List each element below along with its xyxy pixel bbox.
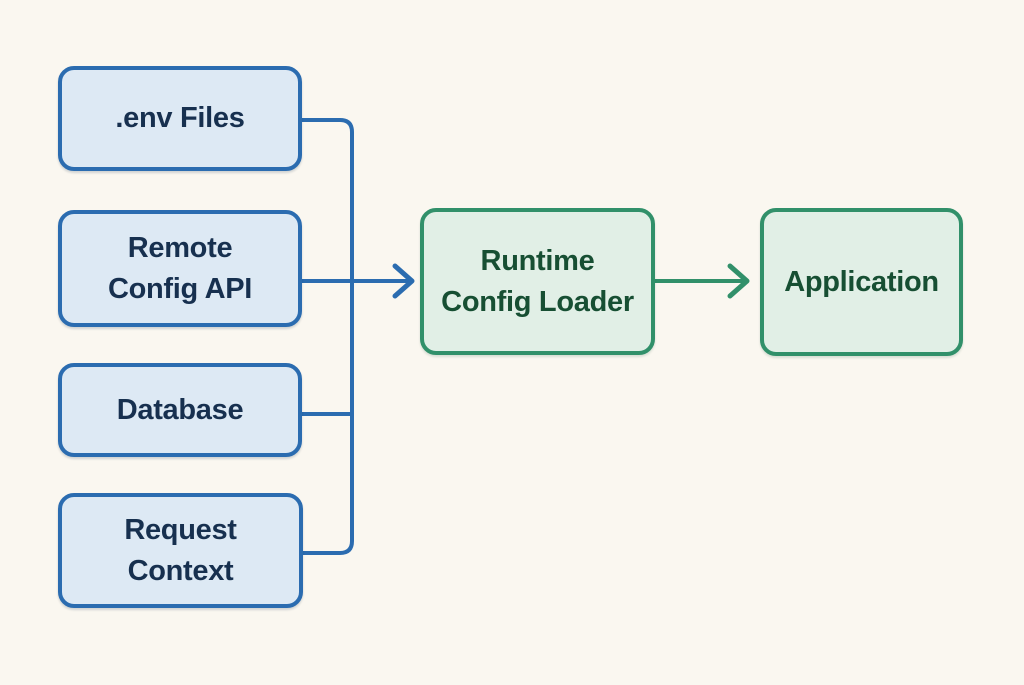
node-runtime-config-loader-label: Runtime Config Loader	[441, 245, 634, 318]
node-remote-config-api-label: Remote Config API	[107, 232, 253, 305]
node-request-context: Request Context	[58, 493, 303, 608]
node-runtime-config-loader: Runtime Config Loader	[420, 208, 655, 355]
node-application: Application	[760, 208, 963, 356]
node-database: Database	[58, 363, 302, 457]
node-application-label: Application	[784, 265, 939, 298]
node-database-label: Database	[116, 393, 244, 426]
node-remote-config-api: Remote Config API	[58, 210, 302, 327]
node-env-files: .env Files	[58, 66, 302, 171]
edge-request-context-branch	[301, 279, 354, 555]
edge-env-files-branch	[300, 118, 354, 283]
arrowhead-to-loader-icon	[392, 263, 415, 299]
node-env-files-label: .env Files	[115, 102, 245, 135]
node-request-context-label: Request Context	[124, 514, 237, 587]
arrowhead-to-application-icon	[727, 263, 750, 299]
